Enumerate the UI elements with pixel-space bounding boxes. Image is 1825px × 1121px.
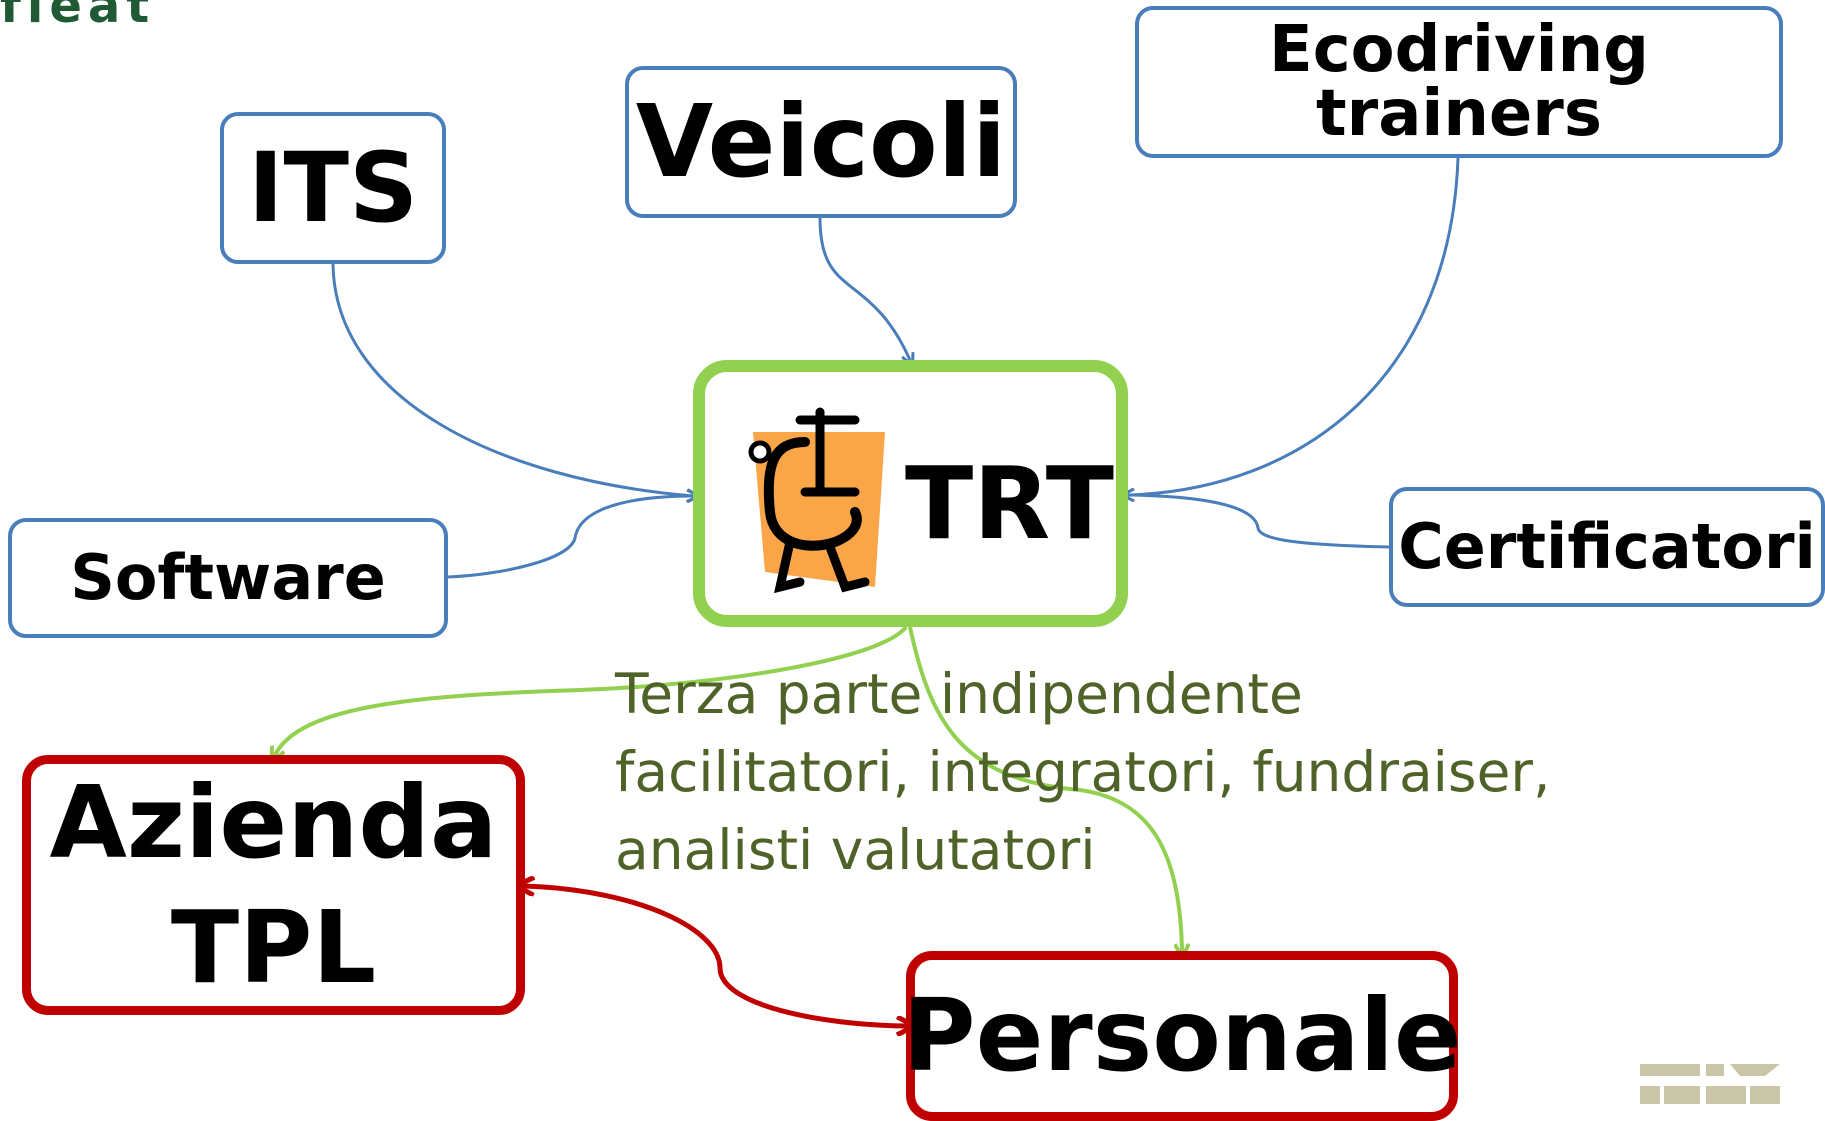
node-personale: Personale xyxy=(902,951,1462,1121)
connector-azienda-personale xyxy=(525,886,906,1026)
node-certificatori-label: Certificatori xyxy=(1398,510,1816,583)
connector-trt-personale xyxy=(908,626,1182,951)
node-certificatori: Certificatori xyxy=(1389,487,1825,607)
logo: fleat xyxy=(0,0,156,34)
trt-description: Terza parte indipendente facilitatori, i… xyxy=(615,655,1551,889)
walking-clamp-mascot-icon xyxy=(748,407,885,594)
node-personale-label: Personale xyxy=(902,977,1462,1094)
node-ecodriving-trainers: Ecodriving trainers xyxy=(1135,6,1783,158)
connector-software-trt xyxy=(447,496,693,579)
node-veicoli-label: Veicoli xyxy=(635,83,1007,200)
description-line-3: analisti valutatori xyxy=(615,818,1096,882)
description-line-1: Terza parte indipendente xyxy=(615,662,1303,726)
node-software-label: Software xyxy=(70,541,386,614)
node-azienda-tpl: Azienda TPL xyxy=(22,755,525,1015)
description-line-2: facilitatori, integratori, fundraiser, xyxy=(615,740,1551,804)
node-azienda-line1: Azienda xyxy=(49,764,498,881)
node-its-label: ITS xyxy=(247,132,419,244)
node-software: Software xyxy=(8,518,448,638)
node-ecodriving-label: Ecodriving trainers xyxy=(1269,13,1649,151)
node-trt: TRT xyxy=(693,360,1128,627)
connector-veicoli-trt xyxy=(818,217,910,360)
node-azienda-line2: TPL xyxy=(170,889,377,1006)
connector-trt-azienda xyxy=(275,625,908,755)
connector-its-trt xyxy=(331,263,693,496)
connector-cert-trt xyxy=(1128,495,1390,549)
connector-eco-trt xyxy=(1128,157,1460,495)
node-veicoli: Veicoli xyxy=(625,66,1017,218)
building-stamp-icon xyxy=(1640,1064,1780,1104)
node-its: ITS xyxy=(220,112,446,264)
node-trt-label: TRT xyxy=(905,445,1114,562)
